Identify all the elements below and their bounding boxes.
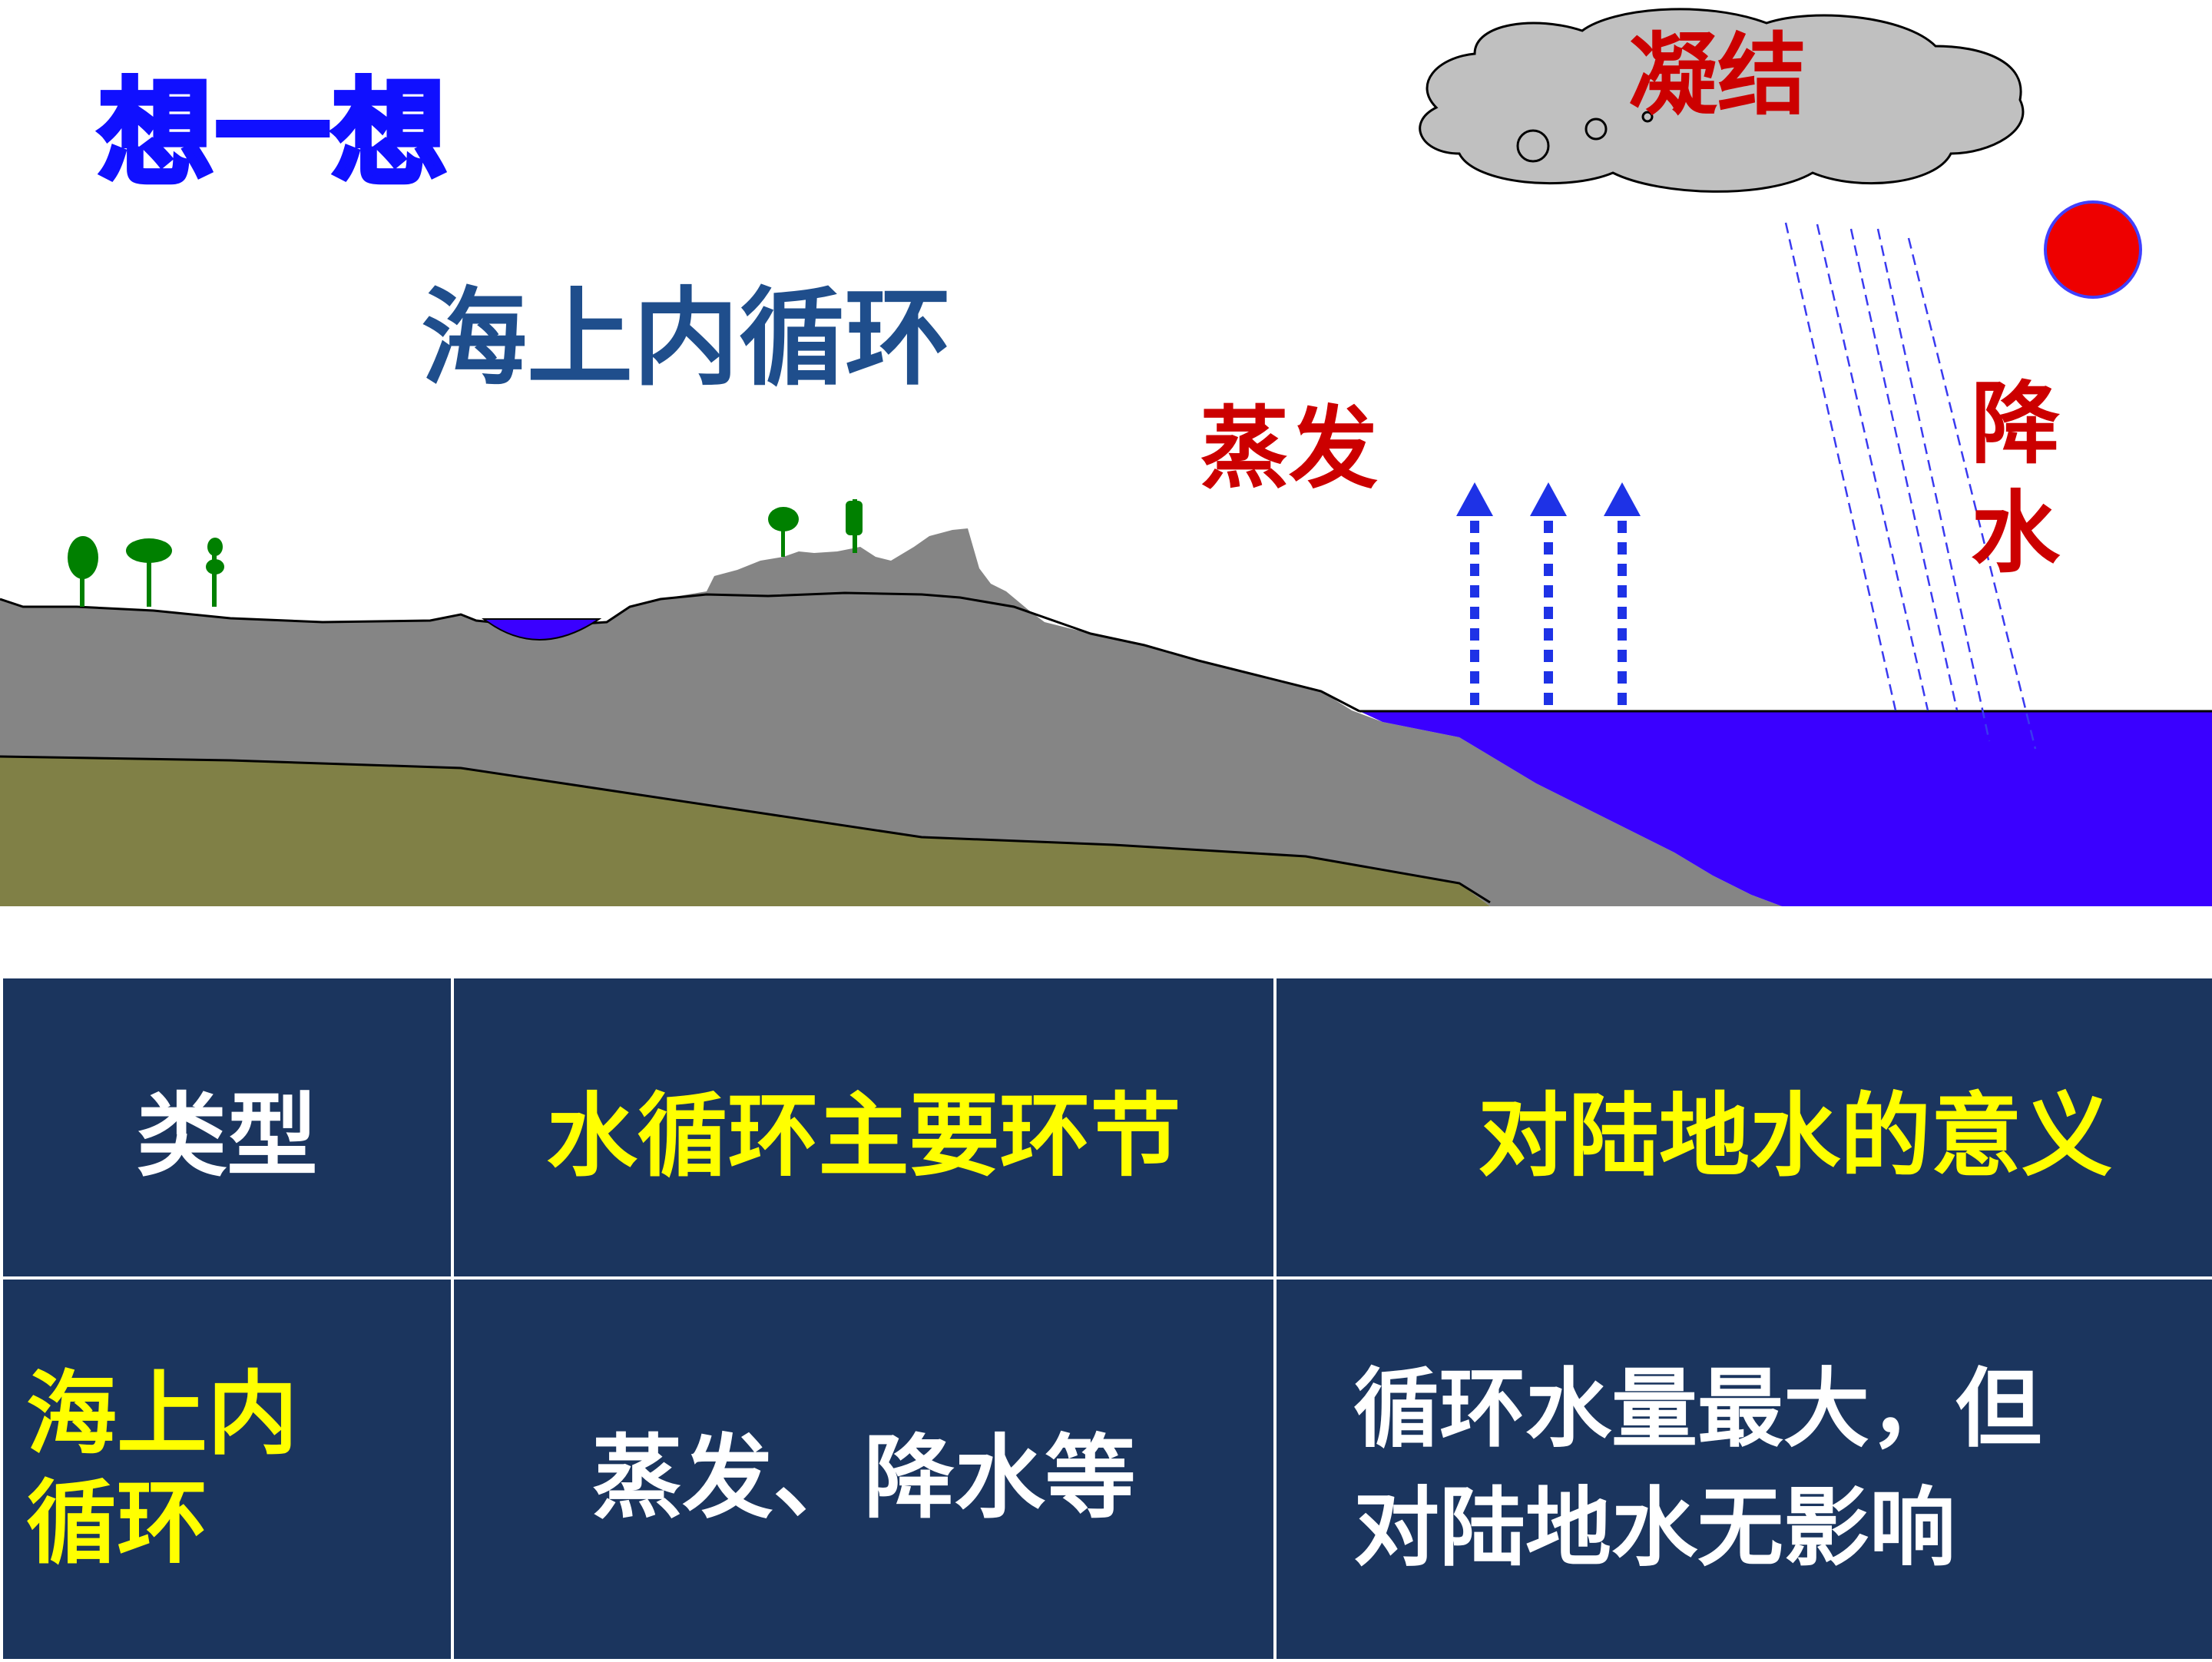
precipitation-label-top: 降 [1971, 372, 2060, 476]
header-main-links: 水循环主要环节 [451, 975, 1277, 1280]
water-cycle-scene [0, 8, 2212, 906]
tree-left-1 [68, 536, 98, 607]
cloud-bubble-3 [1641, 111, 1654, 123]
land-lower-stratum [0, 757, 1490, 906]
tree-left-2 [126, 538, 172, 607]
table-row: 海上内 循环 蒸发、降水等 循环水量最大，但 对陆地水无影响 [0, 1276, 2212, 1662]
table-header-row: 类型 水循环主要环节 对陆地水的意义 [0, 975, 2212, 1280]
cell-meaning-line2: 对陆地水无影响 [1353, 1478, 1955, 1578]
evaporation-arrow-3 [1604, 482, 1641, 705]
evaporation-label: 蒸发 [1200, 396, 1378, 501]
cell-meaning-line1: 循环水量最大，但 [1353, 1359, 2041, 1460]
inland-lake [482, 618, 602, 641]
precipitation-label-bottom: 水 [1971, 481, 2060, 585]
land-upper-stratum [0, 528, 1782, 906]
rain-streak-4 [1876, 228, 1991, 742]
strata-boundary-line [0, 755, 1491, 904]
water-cycle-table: 类型 水循环主要环节 对陆地水的意义 海上内 循环 蒸发、降水等 循环水量最大，… [0, 975, 2212, 1662]
rain-streak-2 [1816, 223, 1929, 711]
cloud-bubble-1 [1516, 129, 1550, 163]
cell-type-line1: 海上内 [26, 1361, 299, 1468]
rain-streak-3 [1849, 228, 1959, 711]
sun [2044, 200, 2142, 299]
condensation-label: 凝结 [1628, 23, 1806, 127]
tree-hill-1 [768, 507, 799, 557]
cloud [1419, 8, 2025, 193]
rain-streak-1 [1784, 222, 1897, 711]
cell-type-line2: 循环 [26, 1470, 208, 1576]
cell-type: 海上内 循环 [0, 1276, 454, 1662]
land-surface-outline [0, 591, 1360, 713]
header-meaning: 对陆地水的意义 [1273, 975, 2212, 1280]
tree-left-3 [206, 538, 224, 607]
ocean [1359, 711, 2212, 906]
cell-meaning: 循环水量最大，但 对陆地水无影响 [1273, 1276, 2212, 1662]
think-title: 想一想 [96, 68, 449, 201]
evaporation-arrow-1 [1456, 482, 1493, 705]
cell-main-links: 蒸发、降水等 [451, 1276, 1277, 1662]
header-type: 类型 [0, 975, 454, 1280]
cloud-bubble-2 [1584, 118, 1608, 141]
cycle-title: 海上内循环 [421, 276, 952, 400]
rain-streak-5 [1907, 237, 2037, 750]
tree-hill-2 [846, 499, 863, 553]
evaporation-arrow-2 [1530, 482, 1567, 705]
